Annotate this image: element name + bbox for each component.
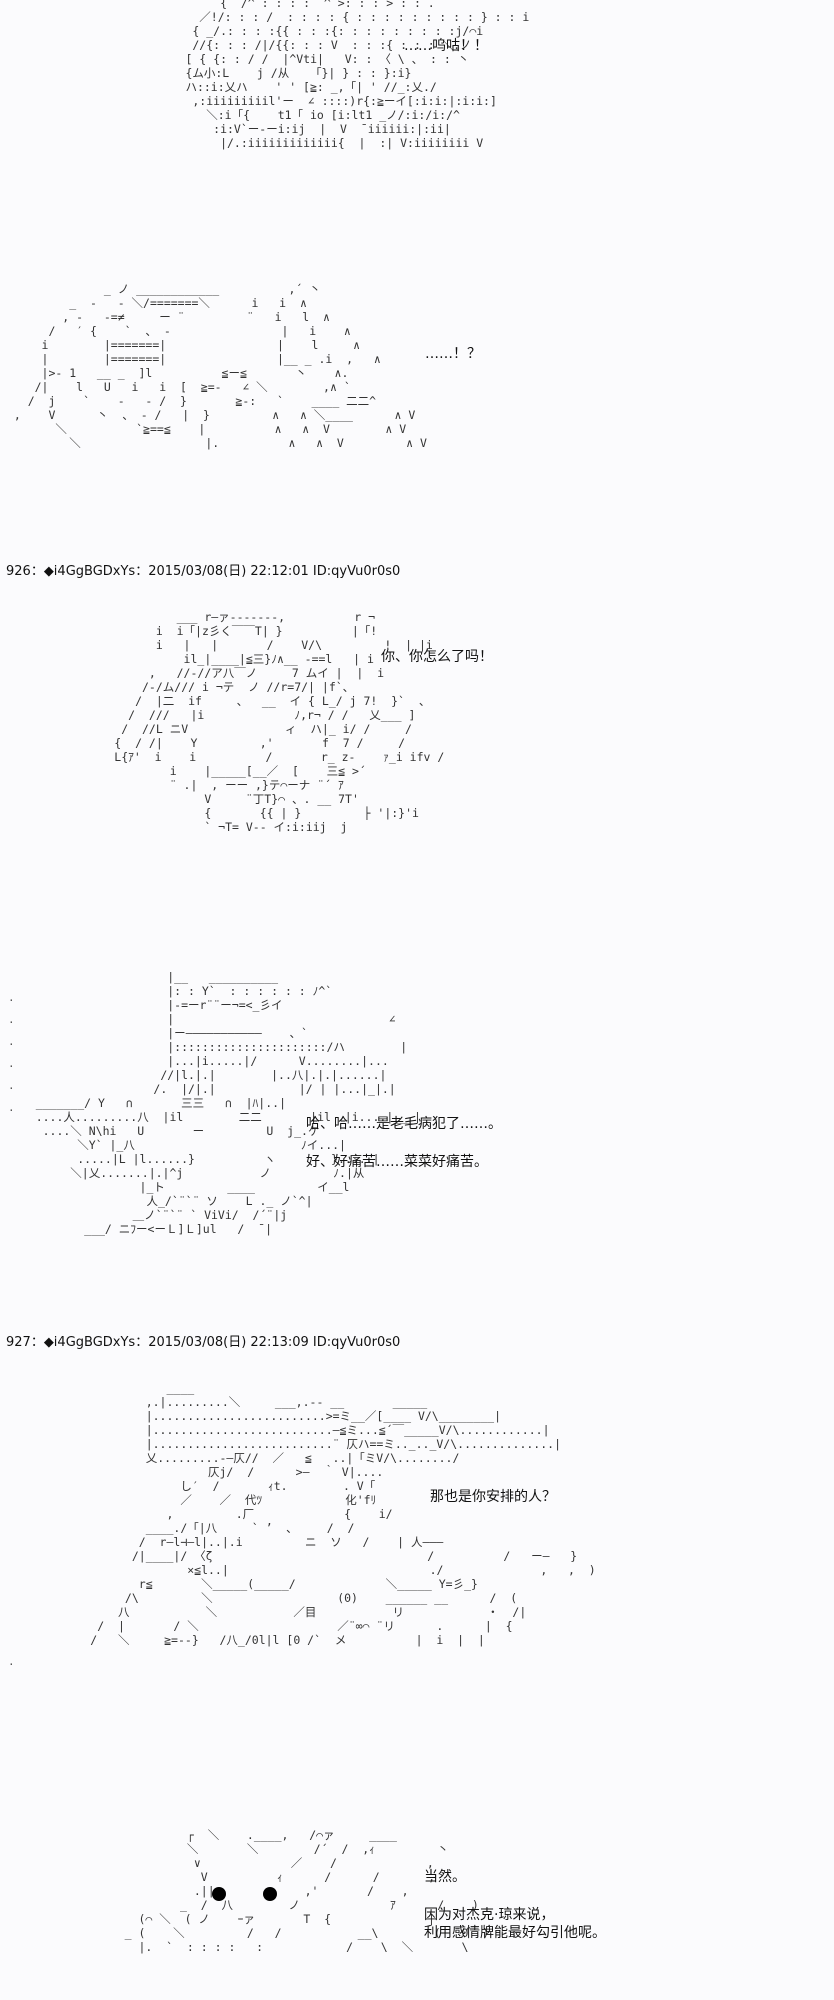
dialogue-line: 好、好痛苦……菜菜好痛苦。 (306, 1154, 488, 1170)
margin-dots: . (8, 1655, 15, 1668)
eye-dot (212, 1887, 226, 1901)
dialogue-line: ……呜咕！！ (404, 38, 488, 54)
dialogue-line: 那也是你安排的人？ (430, 1489, 556, 1505)
post-header: 927：◆i4GgBGDxYs：2015/03/08(日) 22:13:09 I… (6, 1335, 401, 1350)
dialogue-line: 你、你怎么了吗！ (381, 649, 493, 665)
dialogue-line: 利用感情牌能最好勾引他呢。 (424, 1925, 606, 1941)
eye-dot (263, 1887, 277, 1901)
dialogue-line: 哈、哈……是老毛病犯了……。 (306, 1116, 502, 1132)
post-header: 926：◆i4GgBGDxYs：2015/03/08(日) 22:12:01 I… (6, 564, 401, 579)
ascii-art-panel: ┌ ＼ .____, /⌒ァ ____ ＼ ＼ /´ / ,ｨ 丶 ∨ ／ / … (124, 1828, 490, 1954)
ascii-art-panel: _ ノ ____________ ,´ 丶 _ - - ＼/=======＼ i… (13, 282, 427, 450)
dialogue-line: 因为对杰克·琼来说， (424, 1907, 555, 1923)
margin-dots: . . . . . . (8, 991, 15, 1114)
ascii-art-panel: { /^ : : : : ^ >: : : > : : . ／!/: : : /… (185, 0, 530, 150)
dialogue-line: 当然。 (424, 1869, 466, 1885)
dialogue-line: ……！？ (425, 346, 481, 362)
ascii-art-panel: ____ ,.|.........＼ ___,.-- __ _____ |...… (90, 1381, 596, 1647)
ascii-art-panel: |__ __________ |: : Y` : : : : : : ﾉ^` |… (35, 970, 421, 1236)
ascii-art-panel: ___ r―ァ-------, r ¬ i i「|z彡く￣￣T| } |「! i… (114, 610, 445, 834)
